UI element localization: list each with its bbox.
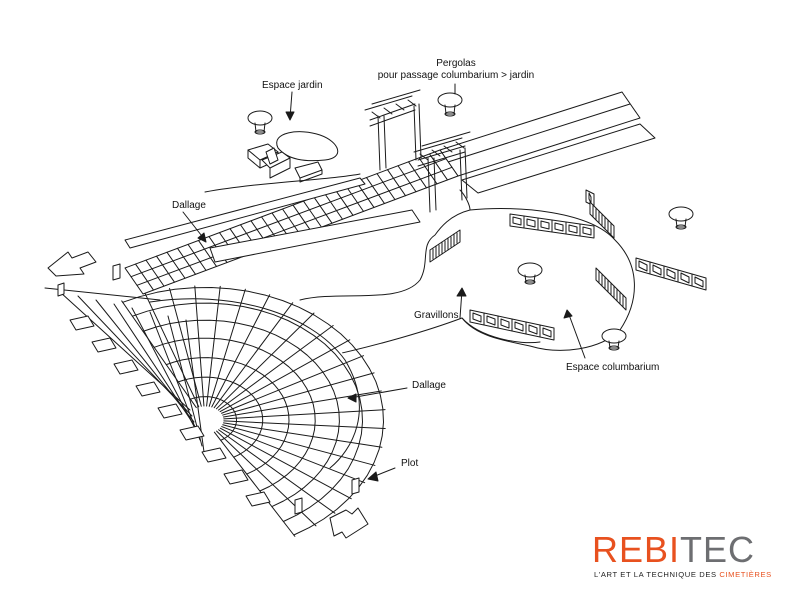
logo-tagline-highlight: CIMETIÈRES: [719, 570, 772, 579]
label-espace-jardin: Espace jardin: [262, 80, 323, 91]
entry-arrow-top-left: [47, 251, 97, 277]
label-espace-columbarium: Espace columbarium: [566, 362, 660, 373]
columbarium-outline: [461, 208, 635, 351]
fan-side-slabs: [69, 315, 271, 507]
pergola-right: [413, 131, 471, 213]
entry-arrow-bottom: [329, 507, 369, 539]
label-dallage-top: Dallage: [172, 200, 206, 211]
logo-tagline-prefix: L'ART ET LA TECHNIQUE DES: [594, 570, 720, 579]
label-dallage-fan: Dallage: [412, 380, 446, 391]
garden-curb: [124, 177, 366, 249]
logo-part-tec: TEC: [680, 529, 756, 570]
label-pergolas: Pergolas pour passage columbarium > jard…: [376, 58, 536, 82]
logo-part-rebi: REBI: [592, 529, 681, 570]
paving-strip-top: [439, 91, 656, 194]
round-tables: [247, 92, 694, 351]
paving-strip-lower: [209, 209, 421, 263]
label-pergolas-line2: pour passage columbarium > jardin: [377, 70, 535, 81]
columbarium-modules: [429, 189, 707, 341]
rebitec-logo: REBITEC L'ART ET LA TECHNIQUE DES CIMETI…: [588, 528, 778, 588]
label-gravillons: Gravillons: [414, 310, 459, 321]
garden-outline: [204, 173, 361, 193]
leader-lines: [182, 83, 586, 482]
label-plot: Plot: [401, 458, 419, 469]
logo-tagline: L'ART ET LA TECHNIQUE DES CIMETIÈRES: [594, 570, 772, 579]
fan-paving: [44, 285, 386, 537]
label-pergolas-line1: Pergolas: [436, 58, 476, 69]
garden-benches: [247, 143, 323, 183]
pergola-left: [364, 89, 422, 171]
plot-posts: [57, 263, 360, 515]
garden-pond: [276, 131, 338, 162]
gravel-path: [299, 189, 471, 301]
